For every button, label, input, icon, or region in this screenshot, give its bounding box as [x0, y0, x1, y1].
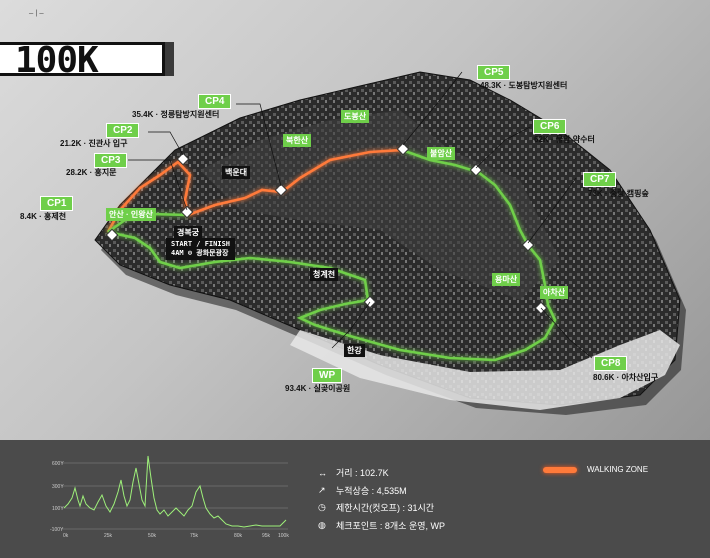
wp-tag: WP [312, 368, 343, 383]
stat-cutoff-text: 제한시간(컷오프) : 31시간 [336, 503, 435, 514]
place-bukhansan: 북한산 [283, 134, 312, 147]
elev-y-neg100: -100Y [50, 527, 64, 533]
cp7-desc: 73K · 중랑 캠핑숲 [588, 189, 649, 198]
stat-distance: ↔ 거리 : 102.7K [318, 464, 445, 482]
wp-leader [331, 301, 371, 349]
elev-x-25: 25k [104, 533, 113, 539]
cp1-marker [105, 228, 119, 242]
course-stats: ↔ 거리 : 102.7K ↗ 누적상승 : 4,535M ◷ 제한시간(컷오프) :… [318, 464, 445, 534]
place-baegundae: 백운대 [222, 166, 251, 179]
walking-zone-label: WALKING ZONE [587, 465, 649, 474]
cp3-desc: 28.2K · 홍지문 [66, 168, 117, 177]
brand-logo: —|— [29, 10, 45, 18]
start-line1: START / FINISH [171, 240, 231, 248]
elevation-profile: 600Y 300Y 100Y -100Y 0k 25k 50k 75k 80k … [50, 455, 289, 539]
elev-x-100: 100k [278, 533, 289, 539]
place-dobongsan: 도봉산 [341, 110, 370, 123]
pin-icon: ◍ [318, 519, 326, 530]
place-cheonggye: 청계천 [310, 268, 339, 281]
cp6-tag: CP6 [533, 119, 567, 134]
stat-elevation: ↗ 누적상승 : 4,535M [318, 482, 445, 500]
stat-checkpoints: ◍ 체크포인트 : 8개소 운영, WP [318, 517, 445, 535]
cp2-marker [176, 152, 190, 166]
place-gyeongbok: 경복궁 [174, 226, 203, 239]
cp6-leader [475, 126, 531, 169]
elev-x-80: 80k [234, 533, 243, 539]
han-river [290, 330, 680, 410]
cp2-desc: 21.2K · 진관사 입구 [60, 139, 128, 148]
walking-zone-swatch [543, 466, 577, 473]
cp3-marker [180, 205, 194, 219]
cp4-tag: CP4 [198, 94, 232, 109]
place-yongmasan: 용마산 [492, 273, 521, 286]
clock-icon: ◷ [318, 502, 326, 513]
cp8-desc: 80.6K · 아차산입구 [593, 373, 659, 382]
cp6-marker [469, 163, 483, 177]
walking-zone-west [106, 160, 192, 233]
course-map [94, 71, 686, 415]
place-buramsan: 불암산 [427, 147, 456, 160]
title-banner: 100K [0, 41, 174, 81]
mountain-shading [200, 110, 560, 300]
elevation-line [63, 455, 287, 528]
cp4-desc: 35.4K · 정릉탐방지원센터 [132, 110, 220, 119]
cp2-tag: CP2 [106, 123, 140, 138]
place-achasan: 아차산 [540, 286, 569, 299]
cp7-leader [527, 177, 577, 244]
cp4-leader [236, 103, 282, 187]
walking-zone-legend: WALKING ZONE [543, 465, 648, 474]
stat-checkpoints-text: 체크포인트 : 8개소 운영, WP [336, 520, 446, 531]
elev-y-100: 100Y [52, 506, 64, 512]
cp8-leader [540, 307, 593, 359]
cp3-tag: CP3 [94, 153, 128, 168]
cp5-marker [396, 142, 410, 156]
elev-x-95: 95k [262, 533, 271, 539]
page-title: 100K [15, 40, 99, 81]
wp-desc: 93.4K · 실곶이공원 [285, 384, 351, 393]
start-line2: 4AM ⊙ 광화문광장 [171, 249, 229, 257]
cp5-leader [402, 71, 463, 146]
cp3-leader [128, 159, 188, 211]
info-panel: 600Y 300Y 100Y -100Y 0k 25k 50k 75k 80k … [0, 440, 710, 558]
cp8-tag: CP8 [594, 356, 628, 371]
place-hangang: 한강 [344, 344, 365, 357]
cp5-desc: 48.3K · 도봉탐방지원센터 [480, 81, 568, 90]
cp1-tag: CP1 [40, 196, 74, 211]
distance-icon: ↔ [318, 467, 327, 478]
stat-cutoff: ◷ 제한시간(컷오프) : 31시간 [318, 499, 445, 517]
elev-x-50: 50k [148, 533, 157, 539]
cp7-marker [521, 238, 535, 252]
elev-x-0: 0k [63, 533, 69, 539]
cp2-leader [148, 131, 184, 156]
elev-y-300: 300Y [52, 484, 64, 490]
stat-distance-text: 거리 : 102.7K [336, 468, 389, 479]
cp1-desc: 8.4K · 홍제천 [20, 212, 67, 221]
elevation-icon: ↗ [318, 484, 326, 495]
start-finish-label: START / FINISH 4AM ⊙ 광화문광장 [166, 238, 236, 260]
cp5-tag: CP5 [477, 65, 511, 80]
cp6-desc: 62K · 물암 약수터 [534, 135, 595, 144]
elev-y-600: 600Y [52, 461, 64, 467]
place-ansan: 안산 · 인왕산 [106, 208, 156, 221]
stat-elevation-text: 누적상승 : 4,535M [336, 485, 407, 496]
cp7-tag: CP7 [583, 172, 617, 187]
elev-x-75: 75k [190, 533, 199, 539]
cp4-marker [274, 183, 288, 197]
